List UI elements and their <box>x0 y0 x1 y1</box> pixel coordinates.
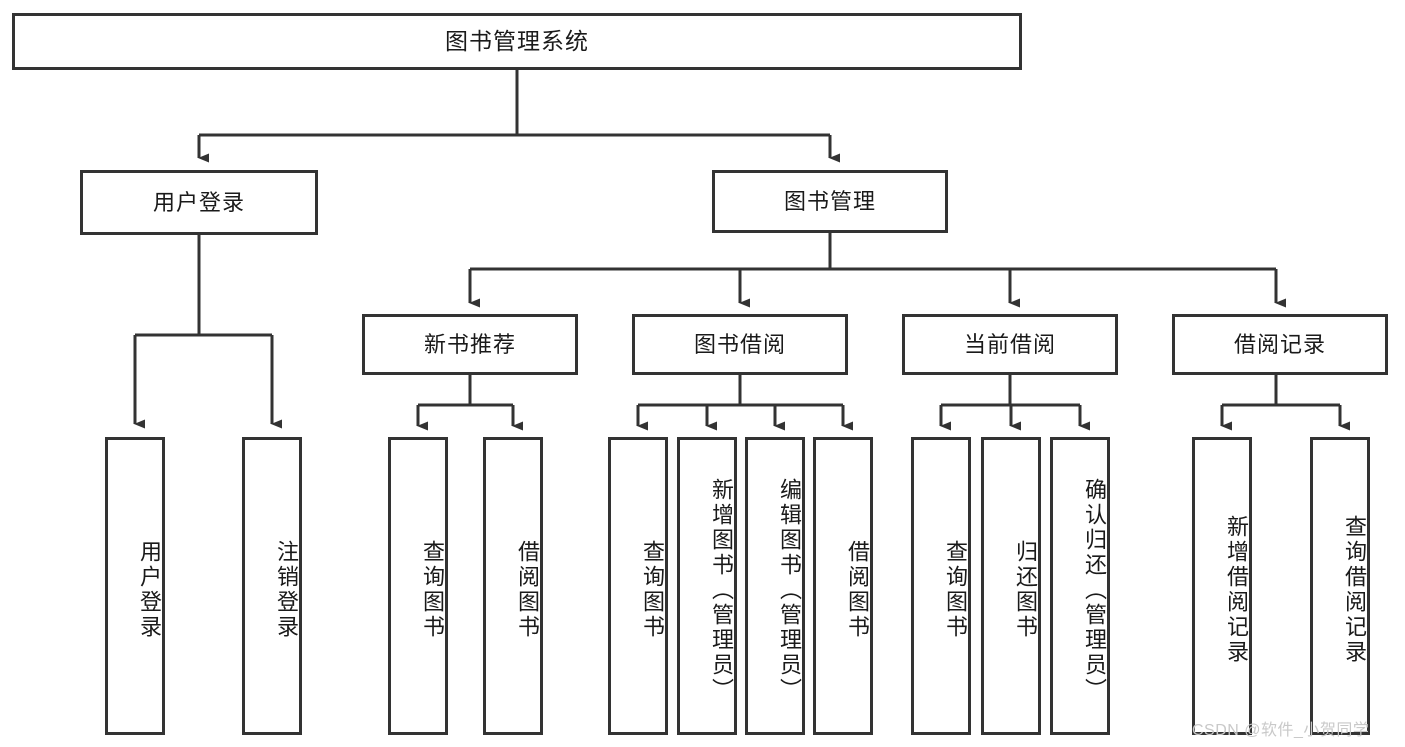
node-label: 编辑图书（管理员） <box>777 477 802 703</box>
node-label: 查询借阅记录 <box>1342 515 1367 665</box>
node-root-system[interactable]: 图书管理系统 <box>12 13 1022 70</box>
leaf-recommend-borrow-book[interactable]: 借阅图书 <box>483 437 543 735</box>
leaf-user-login-login[interactable]: 用户登录 <box>105 437 165 735</box>
node-label: 注销登录 <box>274 540 299 640</box>
node-label: 借阅图书 <box>515 540 540 640</box>
node-label: 图书借阅 <box>693 331 786 357</box>
node-label: 确认归还（管理员） <box>1082 477 1107 703</box>
node-label: 用户登录 <box>137 540 162 640</box>
node-label: 新增借阅记录 <box>1224 515 1249 665</box>
csdn-watermark: CSDN @软件_小贺同学 <box>1192 722 1370 739</box>
node-label: 归还图书 <box>1013 540 1038 640</box>
node-book-borrow[interactable]: 图书借阅 <box>632 314 848 375</box>
node-borrow-record[interactable]: 借阅记录 <box>1172 314 1388 375</box>
node-book-management[interactable]: 图书管理 <box>712 170 948 233</box>
node-label: 图书管理系统 <box>445 27 589 54</box>
node-label: 图书管理 <box>783 188 876 214</box>
leaf-recommend-query-book[interactable]: 查询图书 <box>388 437 448 735</box>
leaf-borrow-add-book-admin[interactable]: 新增图书（管理员） <box>677 437 737 735</box>
leaf-record-add-record[interactable]: 新增借阅记录 <box>1192 437 1252 735</box>
leaf-current-query-book[interactable]: 查询图书 <box>911 437 971 735</box>
leaf-record-query-record[interactable]: 查询借阅记录 <box>1310 437 1370 735</box>
node-label: 新书推荐 <box>423 331 516 357</box>
node-label: 查询图书 <box>640 540 665 640</box>
leaf-current-return-book[interactable]: 归还图书 <box>981 437 1041 735</box>
node-label: 新增图书（管理员） <box>709 477 734 703</box>
node-label: 当前借阅 <box>963 331 1056 357</box>
leaf-borrow-edit-book-admin[interactable]: 编辑图书（管理员） <box>745 437 805 735</box>
leaf-current-confirm-return-admin[interactable]: 确认归还（管理员） <box>1050 437 1110 735</box>
node-user-login[interactable]: 用户登录 <box>80 170 318 235</box>
node-current-borrow[interactable]: 当前借阅 <box>902 314 1118 375</box>
leaf-borrow-borrow-book[interactable]: 借阅图书 <box>813 437 873 735</box>
node-label: 查询图书 <box>943 540 968 640</box>
node-label: 查询图书 <box>420 540 445 640</box>
node-label: 借阅记录 <box>1233 331 1326 357</box>
node-new-book-recommend[interactable]: 新书推荐 <box>362 314 578 375</box>
leaf-borrow-query-book[interactable]: 查询图书 <box>608 437 668 735</box>
node-label: 借阅图书 <box>845 540 870 640</box>
node-label: 用户登录 <box>152 189 245 215</box>
leaf-user-login-logout[interactable]: 注销登录 <box>242 437 302 735</box>
